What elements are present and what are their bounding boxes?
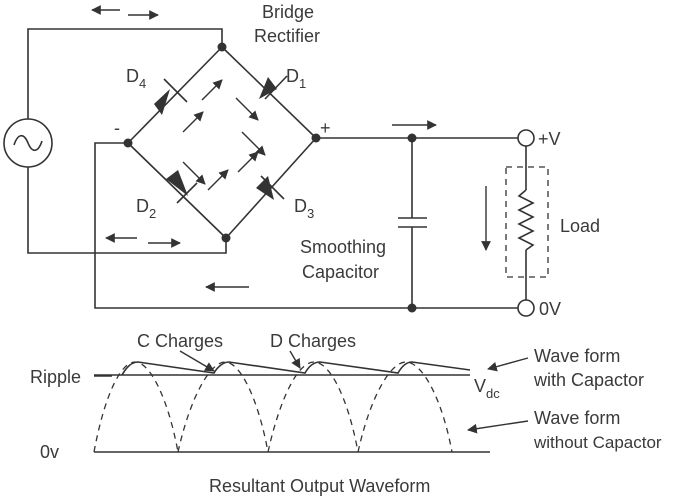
diode-d2-icon [166,170,198,204]
vdc-label: Vdc [474,376,500,401]
diode-d1-icon [259,75,288,100]
d-charges-label: D Charges [270,331,356,351]
waveform-caption: Resultant Output Waveform [209,476,430,496]
top-bidirectional-arrows [91,5,159,20]
wave-with-label-line2: with Capactor [533,370,644,390]
junction-top [217,42,227,52]
wave-with-label-line1: Wave form [534,346,620,366]
inner-current-arrows [182,79,266,191]
smoothing-label-line2: Capacitor [302,262,379,282]
ac-source [3,118,53,168]
minus-label: - [114,118,120,138]
bridge-label-line2: Rectifier [254,26,320,46]
load-resistor-icon [505,146,549,300]
outer-wires [27,28,518,309]
junction-right [311,133,321,143]
d3-label: D3 [294,196,314,221]
diode-d3-icon [256,175,285,200]
terminal-plus-v [517,129,535,147]
zero-v-terminal-label: 0V [539,299,561,319]
bridge-diamond [123,42,321,243]
junction-bottom [221,233,231,243]
terminal-zero-v [517,299,535,317]
junction-left [123,138,133,148]
d1-label: D1 [286,66,306,91]
d2-label: D2 [136,196,156,221]
diode-d4-icon [154,78,188,115]
capacitor-icon [398,133,427,313]
bridge-label-line1: Bridge [262,2,314,22]
plus-label: + [320,118,331,138]
wave-without-label-line2: without Capactor [533,433,662,452]
plus-v-label: +V [538,129,561,149]
load-label: Load [560,216,600,236]
waveform-plot [93,350,529,453]
c-charges-label: C Charges [137,331,223,351]
wave-without-label-line1: Wave form [534,408,620,428]
waveform-with-capacitor [121,361,471,376]
sine-wave-icon [13,134,43,152]
d4-label: D4 [126,66,146,91]
zero-v-axis-label: 0v [40,442,59,462]
smoothing-label-line1: Smoothing [300,237,386,257]
ripple-label: Ripple [30,367,81,387]
bottom-bidirectional-arrows [105,233,181,248]
